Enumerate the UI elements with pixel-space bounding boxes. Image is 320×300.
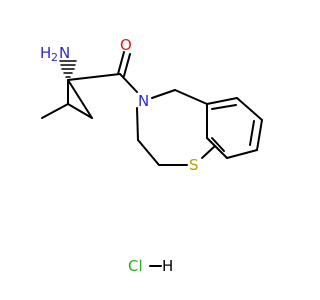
sulfur-label: S (189, 156, 199, 174)
amino-nitrogen-label: N (59, 44, 70, 62)
bond-alpha-beta (67, 79, 93, 119)
bond-carbonyl-oxygen-1 (117, 51, 125, 75)
bond-benzene-5 (206, 137, 228, 159)
bond-benzene-3 (256, 119, 263, 151)
bond-sulfur-aromatic (201, 145, 216, 159)
bond-carbonyl-oxygen-2 (123, 53, 131, 77)
bond-benzene-double-2 (249, 120, 255, 146)
bond-isopropyl-branch (67, 103, 93, 119)
stereo-hash-bond (59, 60, 77, 78)
bond-methyl-left (41, 103, 69, 119)
bond-ch2-ch2 (137, 139, 160, 166)
bond-benzene-1 (206, 97, 238, 105)
salt-chlorine-label: Cl (128, 257, 143, 275)
amino-subscript-label: 2 (51, 51, 58, 64)
ring-nitrogen-label: N (138, 92, 149, 110)
structure-drawing: H 2 N O N S Cl H (40, 36, 263, 275)
bond-benzene-double-3 (211, 137, 225, 152)
bond-ring-n-ch2-top (151, 89, 176, 99)
bond-benzene-double-1 (211, 104, 237, 110)
bond-alpha-carbonyl (67, 73, 121, 81)
bond-ring-n-ch2-down (136, 107, 139, 141)
bond-carbonyl-ring-nitrogen (119, 73, 138, 93)
amino-hydrogen-label: H (40, 44, 51, 62)
salt-hydrogen-label: H (162, 257, 173, 275)
atom-labels: H 2 N O N S Cl H (40, 36, 199, 275)
bond-benzene-2 (236, 97, 263, 121)
bonds (41, 51, 263, 267)
bond-benzene-4 (226, 149, 258, 159)
bond-ch2-top-aromatic (174, 89, 208, 105)
oxygen-label: O (120, 36, 132, 54)
